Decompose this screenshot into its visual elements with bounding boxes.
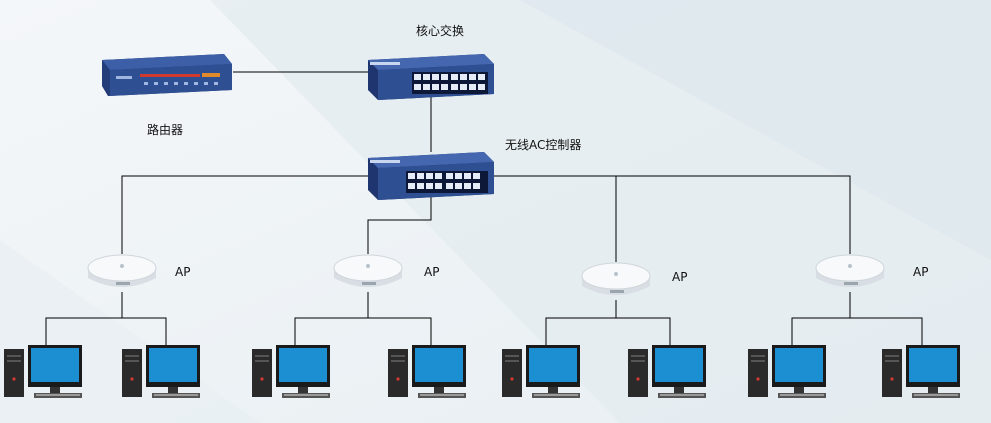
switch-icon — [368, 54, 494, 100]
desktop-pc-icon — [252, 345, 330, 398]
ap-1-label: AP — [175, 265, 191, 279]
pc-3 — [252, 345, 334, 405]
ap-2-label: AP — [424, 265, 440, 279]
desktop-pc-icon — [502, 345, 580, 398]
wireless-ap-icon — [581, 262, 651, 295]
core-switch-device — [366, 50, 496, 104]
core-switch-label: 核心交换 — [416, 24, 465, 38]
wireless-ap-icon — [815, 254, 885, 287]
pc-6 — [628, 345, 710, 405]
pc-4 — [388, 345, 470, 405]
ac-controller-device — [366, 148, 496, 204]
ap-3-label: AP — [672, 270, 688, 284]
desktop-pc-icon — [4, 345, 82, 398]
pc-7 — [748, 345, 830, 405]
pc-1 — [4, 345, 86, 405]
router-label: 路由器 — [147, 123, 184, 137]
desktop-pc-icon — [882, 345, 960, 398]
pc-2 — [122, 345, 204, 405]
desktop-pc-icon — [628, 345, 706, 398]
router-icon — [102, 54, 232, 96]
wireless-ap-icon — [87, 254, 157, 287]
desktop-pc-icon — [388, 345, 466, 398]
pc-5 — [502, 345, 584, 405]
pc-8 — [882, 345, 964, 405]
access-point-1 — [84, 252, 160, 298]
router-device — [98, 52, 234, 102]
ap-4-label: AP — [913, 265, 929, 279]
access-point-2 — [330, 252, 406, 298]
desktop-pc-icon — [122, 345, 200, 398]
access-point-3 — [578, 260, 654, 306]
switch-icon — [368, 152, 494, 200]
desktop-pc-icon — [748, 345, 826, 398]
wireless-ap-icon — [333, 254, 403, 287]
access-point-4 — [812, 252, 888, 298]
ac-controller-label: 无线AC控制器 — [505, 138, 582, 152]
